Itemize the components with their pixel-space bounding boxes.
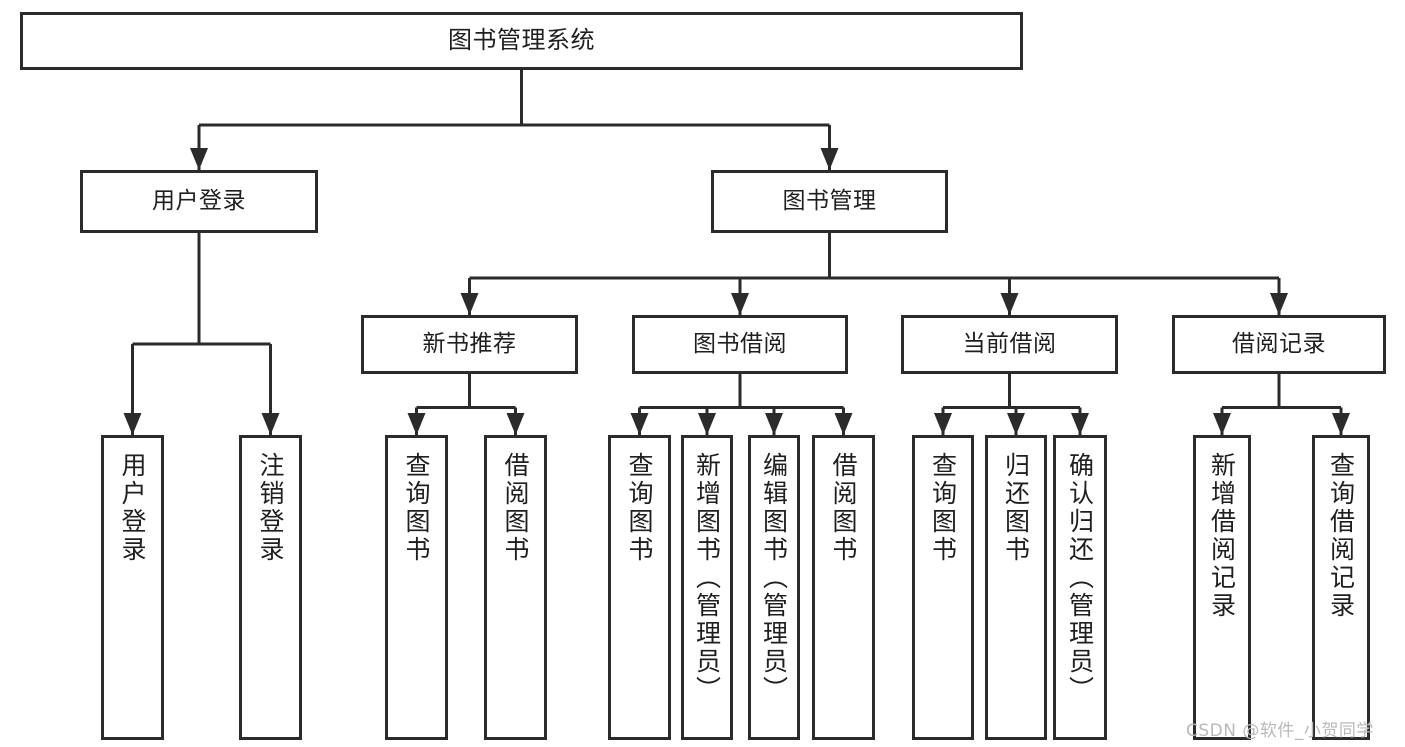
node-leaf-query-book-2-label: 查询图书 (625, 452, 654, 564)
node-leaf-user-logout[interactable]: 注销登录 (239, 435, 302, 740)
node-new-book-recommend-label: 新书推荐 (422, 331, 517, 358)
node-leaf-user-login[interactable]: 用户登录 (101, 435, 164, 740)
node-current-borrow[interactable]: 当前借阅 (901, 315, 1118, 374)
node-leaf-add-record[interactable]: 新增借阅记录 (1193, 435, 1251, 740)
node-leaf-user-login-label: 用户登录 (118, 452, 147, 564)
node-leaf-return-book-label: 归还图书 (1001, 452, 1031, 564)
node-leaf-confirm-return[interactable]: 确认归还（管理员） (1053, 435, 1107, 740)
node-leaf-query-book-3[interactable]: 查询图书 (912, 435, 974, 740)
node-leaf-query-record[interactable]: 查询借阅记录 (1312, 435, 1370, 740)
node-leaf-edit-book-label: 编辑图书（管理员） (759, 452, 789, 704)
node-leaf-user-logout-label: 注销登录 (256, 452, 285, 564)
node-user-login[interactable]: 用户登录 (80, 170, 318, 233)
node-leaf-query-book-1-label: 查询图书 (402, 452, 431, 564)
node-leaf-add-book-label: 新增图书（管理员） (692, 452, 722, 704)
node-borrow-record[interactable]: 借阅记录 (1172, 315, 1386, 374)
node-current-borrow-label: 当前借阅 (962, 331, 1057, 358)
node-leaf-borrow-book-1[interactable]: 借阅图书 (484, 435, 547, 740)
node-new-book-recommend[interactable]: 新书推荐 (361, 315, 578, 374)
node-leaf-query-record-label: 查询借阅记录 (1326, 452, 1356, 620)
node-root-label: 图书管理系统 (448, 26, 595, 55)
node-user-login-label: 用户登录 (152, 188, 246, 215)
node-leaf-borrow-book-2-label: 借阅图书 (829, 452, 858, 564)
node-leaf-add-record-label: 新增借阅记录 (1207, 452, 1237, 620)
node-book-borrow[interactable]: 图书借阅 (632, 315, 848, 374)
watermark: CSDN @软件_小贺同学 (1186, 721, 1374, 741)
node-leaf-query-book-1[interactable]: 查询图书 (385, 435, 448, 740)
node-leaf-return-book[interactable]: 归还图书 (985, 435, 1047, 740)
node-leaf-edit-book[interactable]: 编辑图书（管理员） (748, 435, 800, 740)
node-leaf-borrow-book-1-label: 借阅图书 (501, 452, 530, 564)
node-leaf-borrow-book-2[interactable]: 借阅图书 (812, 435, 875, 740)
node-leaf-confirm-return-label: 确认归还（管理员） (1065, 452, 1095, 704)
node-leaf-add-book[interactable]: 新增图书（管理员） (681, 435, 733, 740)
node-book-borrow-label: 图书借阅 (693, 331, 787, 358)
node-book-manage-label: 图书管理 (782, 188, 877, 215)
node-book-manage[interactable]: 图书管理 (711, 170, 948, 233)
node-borrow-record-label: 借阅记录 (1232, 331, 1326, 358)
node-leaf-query-book-2[interactable]: 查询图书 (608, 435, 671, 740)
node-leaf-query-book-3-label: 查询图书 (928, 452, 958, 564)
node-root[interactable]: 图书管理系统 (20, 12, 1023, 70)
